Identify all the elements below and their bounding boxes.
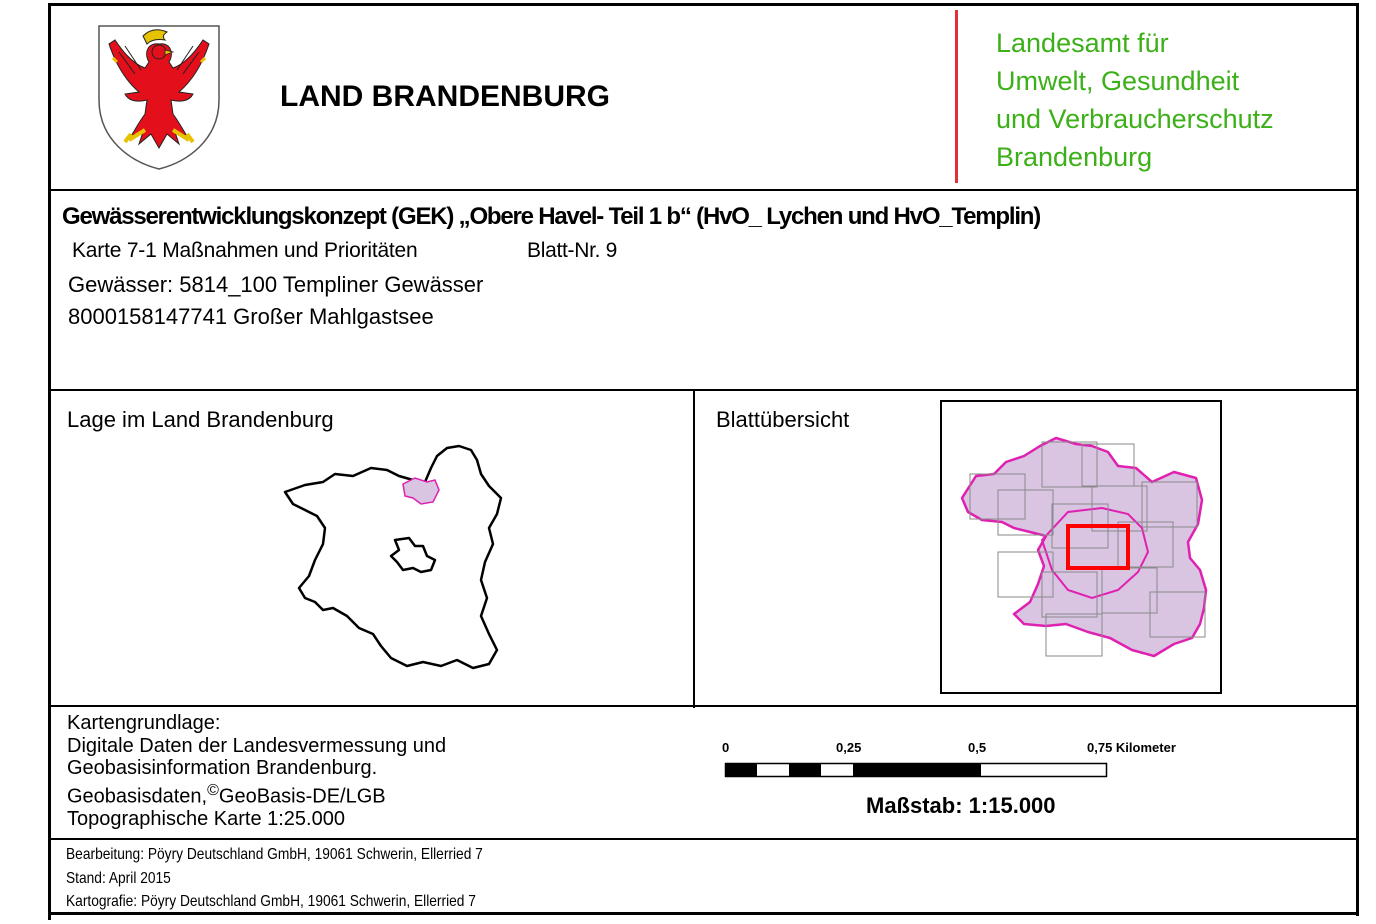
basis-geobasis-label: Geobasisdaten, <box>67 785 208 808</box>
frame-top <box>48 3 1358 6</box>
location-panel-label: Lage im Land Brandenburg <box>67 407 334 432</box>
map-basis-text: Kartengrundlage: Digitale Daten der Land… <box>67 712 446 830</box>
frame-left <box>48 3 51 920</box>
basis-line-copyright: Geobasisdaten,©GeoBasis-DE/LGB <box>67 780 446 808</box>
authority-line: Brandenburg <box>996 142 1153 172</box>
header-red-divider <box>955 10 958 183</box>
scale-tick-3: 0,75 Kilometer <box>1087 740 1176 755</box>
water-body: Gewässer: 5814_100 Templiner Gewässer <box>68 272 484 297</box>
overview-panel-label: Blattübersicht <box>716 407 850 432</box>
copyright-symbol: © <box>207 781 219 799</box>
sheet-number: Blatt-Nr. 9 <box>527 239 618 262</box>
basis-line: Geobasisinformation Brandenburg. <box>67 757 378 779</box>
rule-header <box>48 189 1358 191</box>
basis-line: Topographische Karte 1:25.000 <box>67 807 345 830</box>
selected-sheet-marker <box>1066 524 1130 570</box>
footer-bearbeitung: Bearbeitung: Pöyry Deutschland GmbH, 190… <box>66 846 483 863</box>
map-number: Karte 7-1 Maßnahmen und Prioritäten <box>72 239 418 262</box>
scale-tick-0: 0 <box>722 740 730 755</box>
sheet-overview-map <box>960 436 1208 658</box>
basis-line: Digitale Daten der Landesvermessung und <box>67 734 447 757</box>
scale-label: Maßstab: 1:15.000 <box>866 793 1056 818</box>
rule-panel-divider <box>693 390 695 708</box>
authority-line: Umwelt, Gesundheit <box>996 66 1240 96</box>
frame-bottom <box>48 912 1359 915</box>
scale-tick-2: 0,5 <box>968 740 987 755</box>
overview-map-frame <box>940 400 1222 694</box>
footer-stand: Stand: April 2015 <box>66 870 171 887</box>
footer-kartografie: Kartografie: Pöyry Deutschland GmbH, 190… <box>66 893 476 910</box>
rule-footer <box>48 838 1358 840</box>
lake-id: 8000158147741 Großer Mahlgastsee <box>68 304 434 329</box>
rule-title <box>48 389 1358 391</box>
copyright-holder: GeoBasis-DE/LGB <box>218 785 386 808</box>
brandenburg-coat-of-arms-icon <box>98 25 220 170</box>
authority-line: und Verbraucherschutz <box>996 104 1274 134</box>
authority-name: Landesamt für Umwelt, Gesundheit und Ver… <box>996 24 1274 176</box>
basis-line: Kartengrundlage: <box>67 712 221 734</box>
map-title: Gewässerentwicklungskonzept (GEK) „Obere… <box>62 203 1041 230</box>
rule-maps <box>48 705 1358 707</box>
state-name: LAND BRANDENBURG <box>280 80 610 113</box>
brandenburg-outline-map <box>283 444 503 670</box>
frame-right <box>1356 3 1359 916</box>
authority-line: Landesamt für <box>996 28 1169 58</box>
scale-bar <box>724 762 1108 778</box>
scale-tick-1: 0,25 <box>836 740 862 755</box>
